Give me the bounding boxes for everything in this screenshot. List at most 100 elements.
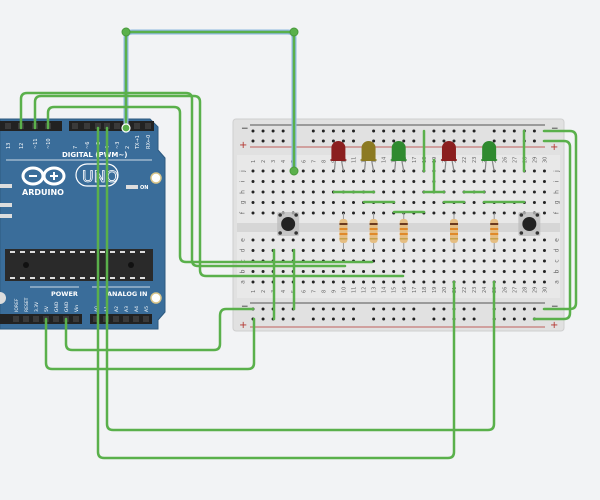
rail-hole[interactable] [522,317,526,321]
breadboard-hole[interactable] [362,270,366,273]
digital-pin-13[interactable] [5,123,11,129]
breadboard-hole[interactable] [462,270,466,273]
breadboard-hole[interactable] [542,249,546,252]
breadboard-hole[interactable] [311,180,315,183]
power-pin-3.3v[interactable] [33,316,39,322]
analog-pin-a4[interactable] [133,316,139,322]
rail-hole[interactable] [442,307,446,311]
breadboard-hole[interactable] [492,249,496,252]
breadboard-hole[interactable] [352,169,355,173]
breadboard-hole[interactable] [251,190,255,194]
breadboard-hole[interactable] [372,280,376,284]
breadboard-hole[interactable] [422,249,426,252]
rail-hole[interactable] [372,317,376,321]
rail-hole[interactable] [321,317,325,321]
digital-pin-~3[interactable] [114,123,120,129]
rail-hole[interactable] [321,307,325,311]
breadboard-hole[interactable] [331,211,335,215]
breadboard-hole[interactable] [311,211,315,215]
breadboard-hole[interactable] [402,190,406,194]
breadboard-hole[interactable] [422,270,426,273]
rail-hole[interactable] [281,307,285,311]
breadboard-hole[interactable] [522,190,526,194]
breadboard-hole[interactable] [281,280,285,284]
breadboard-hole[interactable] [502,280,506,284]
breadboard-hole[interactable] [412,259,416,263]
led-green-2[interactable] [481,141,498,172]
wire-pin12-to-r1[interactable] [19,91,347,268]
breadboard-hole[interactable] [321,238,325,242]
rail-hole[interactable] [251,129,255,133]
breadboard-hole[interactable] [522,259,526,263]
digital-pin-~5[interactable] [95,123,101,129]
rail-hole[interactable] [402,307,406,311]
breadboard-hole[interactable] [512,211,516,215]
breadboard-hole[interactable] [502,259,506,263]
rail-hole[interactable] [462,129,466,133]
breadboard-hole[interactable] [432,238,436,242]
breadboard-hole[interactable] [502,249,506,252]
power-pin-gnd[interactable] [53,316,59,322]
breadboard-hole[interactable] [261,238,265,242]
breadboard-hole[interactable] [402,259,406,263]
breadboard-hole[interactable] [251,280,255,284]
breadboard-hole[interactable] [321,169,325,173]
rail-hole[interactable] [412,139,416,143]
breadboard-hole[interactable] [512,280,516,284]
breadboard-hole[interactable] [472,259,476,263]
breadboard-hole[interactable] [321,280,325,284]
breadboard-hole[interactable] [482,249,486,252]
breadboard-hole[interactable] [311,201,315,204]
breadboard-hole[interactable] [422,259,426,263]
rail-hole[interactable] [271,139,275,143]
breadboard-hole[interactable] [512,270,516,273]
rail-hole[interactable] [341,129,345,133]
breadboard-hole[interactable] [452,180,456,183]
wire-rail-plus-jumper[interactable] [532,139,572,321]
rail-hole[interactable] [432,307,436,311]
rail-hole[interactable] [261,139,265,143]
breadboard-hole[interactable] [482,259,486,263]
breadboard-hole[interactable] [382,190,386,194]
rail-hole[interactable] [382,307,386,311]
breadboard-hole[interactable] [392,270,396,273]
breadboard-hole[interactable] [452,259,456,263]
rail-hole[interactable] [372,307,376,311]
breadboard-hole[interactable] [522,180,526,183]
breadboard-hole[interactable] [412,190,416,194]
breadboard-hole[interactable] [321,270,325,273]
breadboard-hole[interactable] [442,180,446,183]
wire-gnd-to-rail[interactable] [64,307,255,352]
wire-pin4-to-r5[interactable] [105,126,496,432]
breadboard-hole[interactable] [472,201,476,204]
breadboard-hole[interactable] [281,180,285,183]
rail-hole[interactable] [492,129,496,133]
breadboard-hole[interactable] [432,259,436,263]
breadboard-hole[interactable] [512,249,516,252]
breadboard-hole[interactable] [321,211,325,215]
breadboard-hole[interactable] [442,280,446,284]
breadboard-hole[interactable] [532,190,536,194]
breadboard-hole[interactable] [362,211,366,215]
breadboard-hole[interactable] [301,270,305,273]
breadboard-hole[interactable] [402,180,406,183]
breadboard-hole[interactable] [382,180,386,183]
rail-hole[interactable] [412,317,416,321]
analog-pin-a2[interactable] [113,316,119,322]
breadboard-hole[interactable] [362,180,366,183]
breadboard-hole[interactable] [301,280,305,284]
breadboard-hole[interactable] [512,259,516,263]
breadboard-hole[interactable] [261,201,265,204]
rail-hole[interactable] [472,317,476,321]
digital-pin-RX←0[interactable] [145,123,151,129]
wire-endpoint[interactable] [289,166,299,176]
breadboard-hole[interactable] [311,249,315,252]
led-red-2[interactable] [440,141,457,172]
digital-pin-~6[interactable] [84,123,90,129]
analog-pin-a5[interactable] [143,316,149,322]
breadboard-hole[interactable] [331,238,335,242]
rail-hole[interactable] [402,317,406,321]
breadboard-hole[interactable] [311,190,315,194]
rail-hole[interactable] [452,129,456,133]
rail-hole[interactable] [532,307,536,311]
